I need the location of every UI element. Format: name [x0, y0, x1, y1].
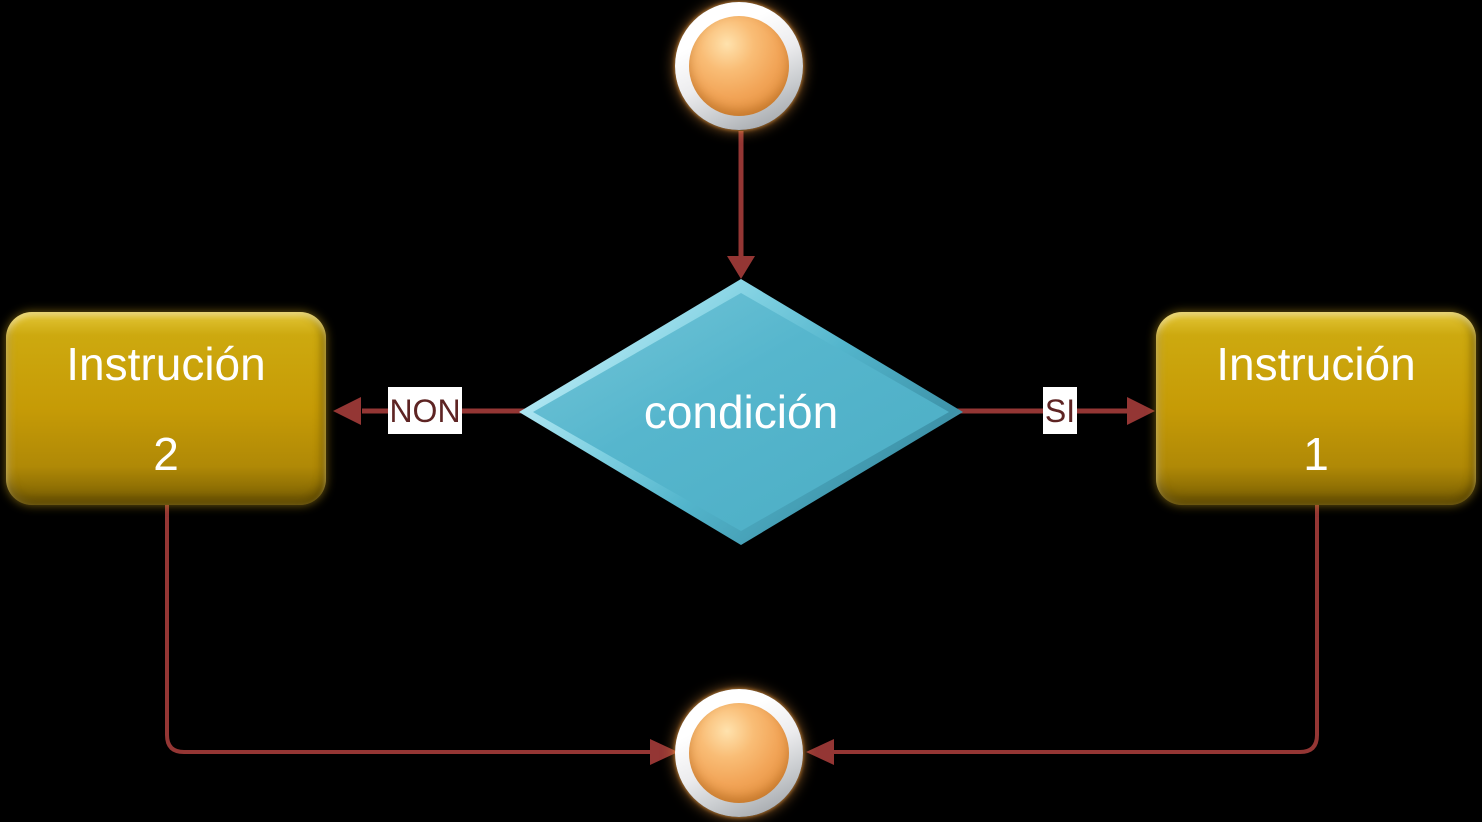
start-terminal-core	[689, 16, 789, 116]
process-2-label-line1: Instrución	[66, 337, 266, 390]
branch-label-non: NON	[388, 387, 462, 434]
branch-label-si: SI	[1043, 387, 1077, 434]
decision-label: condición	[643, 386, 839, 438]
process-1-label-line2: 1	[1303, 427, 1329, 480]
arrowhead-decision-to-instruction2	[333, 397, 361, 425]
process-node-instruction-1: Instrución 1	[1156, 312, 1476, 505]
edge-instruction2-to-end	[165, 504, 650, 754]
process-node-instruction-2: Instrución 2	[6, 312, 326, 505]
arrowhead-start-to-decision	[727, 256, 755, 279]
branch-label-si-text: SI	[1044, 392, 1076, 429]
arrowhead-decision-to-instruction1	[1127, 397, 1155, 425]
arrowhead-instruction1-to-end	[806, 739, 834, 765]
branch-label-non-text: NON	[389, 392, 461, 429]
process-2-label-line2: 2	[153, 427, 179, 480]
process-1-label-line1: Instrución	[1216, 337, 1416, 390]
start-terminal-icon	[675, 2, 803, 130]
edge-instruction1-to-end	[834, 504, 1319, 754]
end-terminal-icon	[675, 689, 803, 817]
end-terminal-core	[689, 703, 789, 803]
arrowhead-instruction2-to-end	[650, 739, 678, 765]
